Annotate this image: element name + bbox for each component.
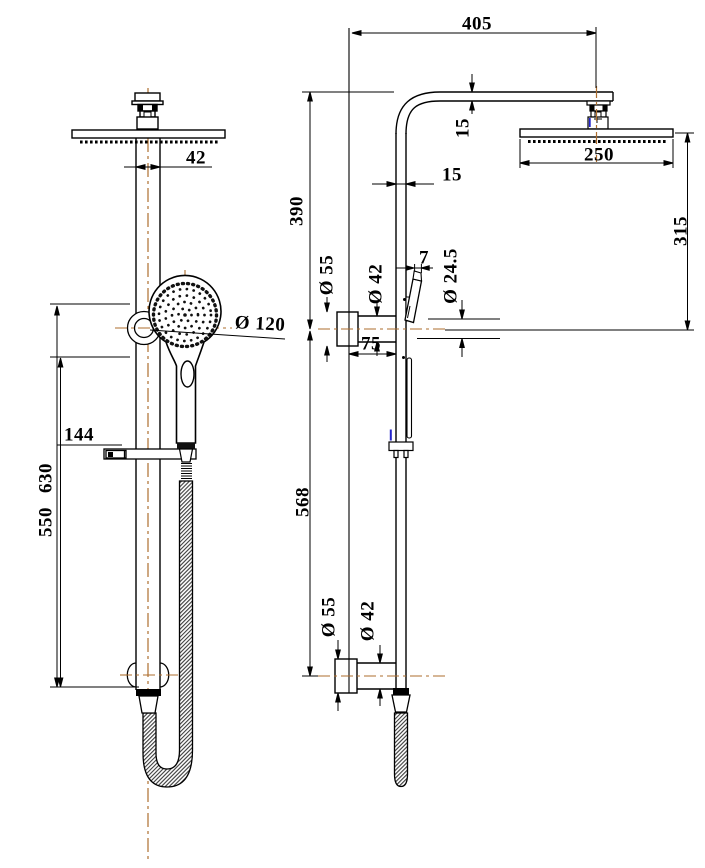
dim-rail-height-label: 550 xyxy=(35,507,57,537)
dim-arm-thickness-label: 15 xyxy=(452,118,474,138)
dim-42-front-lines xyxy=(124,164,212,170)
rain-head-connector-side xyxy=(586,100,611,130)
dim-arm-reach-label: 405 xyxy=(462,13,492,35)
dim-550-lines xyxy=(50,356,139,688)
dim-15-pipe-lines xyxy=(372,181,434,187)
side-view xyxy=(318,28,674,788)
dim-hand-shower-diameter-label: Ø 120 xyxy=(234,312,286,336)
dim-head-width-label: 250 xyxy=(584,144,614,166)
dim-top-to-bracket-label: 390 xyxy=(286,196,308,226)
hand-shower-mode-button xyxy=(180,360,195,388)
dim-pipe-width-label: 15 xyxy=(442,164,462,186)
dim-390-lines xyxy=(302,91,394,330)
dim-lower-flange-label: Ø 55 xyxy=(318,596,340,638)
front-view xyxy=(71,88,232,860)
bottom-outlet-side xyxy=(391,688,411,713)
riser-pipe-side xyxy=(395,91,614,688)
dim-head-to-bracket-label: 315 xyxy=(670,216,692,246)
slider-bracket-front xyxy=(103,448,197,460)
flexible-hose-front xyxy=(142,480,194,788)
hand-shower-spray-face xyxy=(151,281,219,349)
dim-15-arm-lines xyxy=(469,74,475,114)
dim-7-lines xyxy=(396,264,433,273)
dim-630-lines xyxy=(50,303,130,688)
dim-lower-arm-label: Ø 42 xyxy=(357,600,379,642)
hose-spring-guard xyxy=(181,463,192,479)
dim-handle-diameter-label: Ø 24.5 xyxy=(440,248,462,304)
dim-250-lines xyxy=(519,139,674,168)
dim-handle-tip-label: 7 xyxy=(419,247,429,269)
dim-568-lines xyxy=(302,330,318,677)
ceiling-arm-end-front xyxy=(131,92,164,130)
dim-42-bottom-lines xyxy=(377,645,383,706)
dim-bracket-spacing-label: 568 xyxy=(292,487,314,517)
dim-315-lines xyxy=(445,132,694,331)
dim-55-bottom-lines xyxy=(335,640,341,711)
dim-overall-height-label: 630 xyxy=(35,463,57,493)
dim-wall-offset-label: 75 xyxy=(361,333,381,355)
dim-upper-arm-label: Ø 42 xyxy=(365,263,387,305)
flexible-hose-side xyxy=(393,712,409,788)
dim-75-lines xyxy=(348,351,397,357)
dim-24-5-lines xyxy=(417,300,500,357)
dim-120-leader xyxy=(149,329,286,340)
dim-405-lines xyxy=(351,27,597,88)
rain-head-front xyxy=(71,129,226,144)
riser-column-front xyxy=(135,138,161,690)
dim-55-top-lines xyxy=(324,297,330,362)
dim-upper-flange-label: Ø 55 xyxy=(316,254,338,296)
hand-shower-front xyxy=(148,274,222,444)
slider-bracket-side xyxy=(388,429,414,459)
hand-shower-hose-connection xyxy=(177,442,195,479)
hand-shower-side xyxy=(402,270,423,439)
dimension-linework xyxy=(50,27,694,711)
dim-slider-bracket-label: 144 xyxy=(64,424,94,446)
bottom-outlet-front xyxy=(120,662,178,714)
dim-column-width-label: 42 xyxy=(186,147,206,169)
